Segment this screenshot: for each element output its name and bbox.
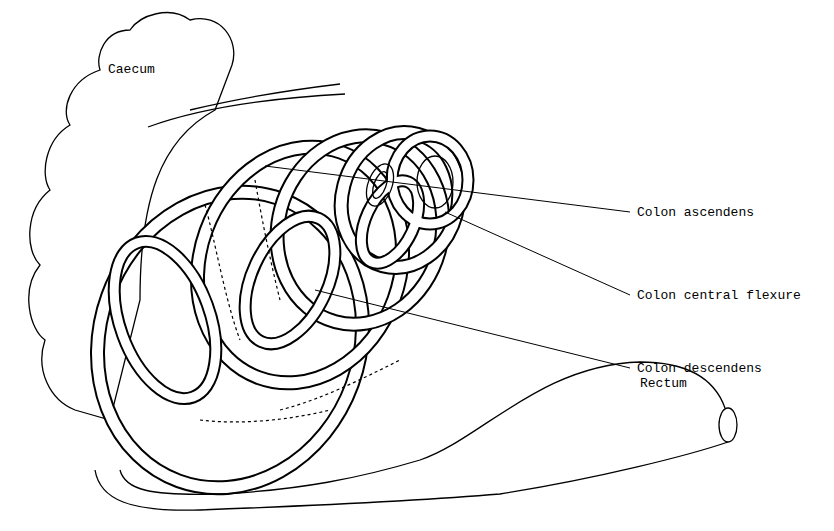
part-label: Colon ascendens	[637, 205, 754, 220]
leader-lines	[265, 166, 630, 368]
colon-coils	[57, 117, 474, 525]
part-label: Colon central flexure	[637, 288, 801, 303]
rectum-outline	[95, 362, 737, 510]
part-label: Rectum	[640, 376, 687, 391]
part-label: Caecum	[108, 62, 155, 77]
part-label: Colon descendens	[637, 361, 762, 376]
